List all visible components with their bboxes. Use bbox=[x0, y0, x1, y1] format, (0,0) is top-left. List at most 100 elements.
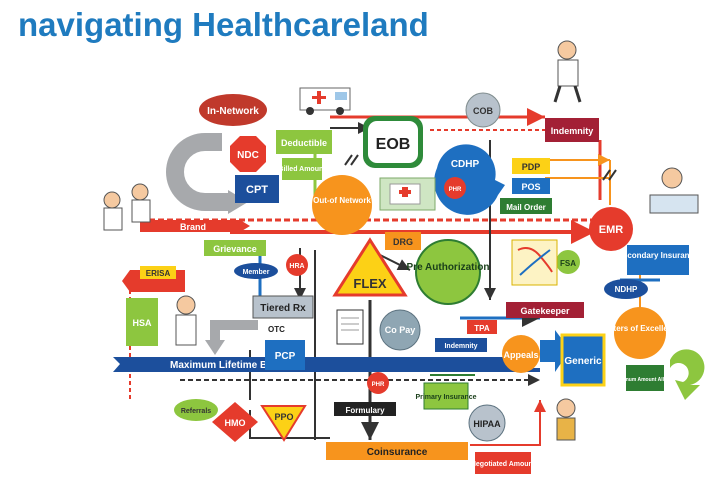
slash-mark bbox=[602, 169, 611, 181]
cdhp-node[interactable]: CDHP bbox=[434, 144, 505, 215]
slash-mark bbox=[350, 154, 359, 166]
maximum-lifetime-benefits-bar[interactable]: Maximum Lifetime Benefits bbox=[113, 357, 528, 372]
drg-label: DRG bbox=[393, 237, 413, 247]
member-node[interactable]: Member bbox=[234, 263, 278, 279]
secondary-insurance-node[interactable]: Secondary Insurance bbox=[618, 245, 699, 275]
negotiated-amount-node[interactable]: Negotiated Amount bbox=[471, 452, 536, 474]
doctor-figure bbox=[175, 295, 197, 346]
cdhp-label: CDHP bbox=[451, 159, 480, 170]
clipboard-icon bbox=[336, 309, 364, 345]
hra-node[interactable]: HRA bbox=[286, 254, 308, 276]
indemnity-mid-node[interactable]: Indemnity bbox=[435, 338, 487, 352]
ambulance-image bbox=[299, 87, 351, 115]
appeals-node[interactable]: Appeals bbox=[502, 335, 540, 373]
phr-top-node[interactable]: PHR bbox=[444, 177, 466, 199]
otc-label: OTC bbox=[268, 325, 285, 334]
svg-text:Pre Authorization: Pre Authorization bbox=[407, 262, 490, 273]
otc-arrow bbox=[205, 320, 258, 355]
pre-authorization-label: Pre Authorization bbox=[407, 262, 490, 273]
ndhp-node[interactable]: NDHP bbox=[604, 279, 648, 299]
billed-amount-label: Billed Amount bbox=[278, 166, 326, 173]
in-network-node[interactable]: In-Network bbox=[199, 94, 267, 126]
phr-top-label: PHR bbox=[449, 187, 462, 193]
pos-label: POS bbox=[521, 182, 540, 192]
hmo-label: HMO bbox=[225, 418, 246, 428]
pcp-label: PCP bbox=[275, 351, 296, 362]
erisa-label: ERISA bbox=[146, 269, 171, 278]
primary-insurance-label: Primary Insurance bbox=[415, 394, 476, 401]
mail-order-node[interactable]: Mail Order bbox=[500, 198, 552, 214]
formulary-node[interactable]: Formulary bbox=[334, 402, 396, 416]
billed-amount-node[interactable]: Billed Amount bbox=[278, 158, 326, 180]
gatekeeper-label: Gatekeeper bbox=[520, 306, 570, 316]
page-title: navigating Healthcareland bbox=[18, 6, 429, 43]
generic-node[interactable]: Generic bbox=[560, 333, 606, 387]
copay-label: Co Pay bbox=[385, 325, 416, 335]
fsa-node[interactable]: FSA bbox=[556, 250, 580, 274]
drg-node[interactable]: DRG bbox=[385, 232, 421, 250]
deductible-node[interactable]: Deductible bbox=[276, 130, 332, 154]
tiered-rx-label: Tiered Rx bbox=[260, 303, 306, 314]
hsa-label: HSA bbox=[132, 318, 152, 328]
maximum-amount-allowed-label: Maximum Amount Allowed bbox=[613, 377, 677, 383]
grievance-node[interactable]: Grievance bbox=[204, 240, 266, 256]
ppo-node[interactable]: PPO bbox=[260, 405, 307, 442]
maximum-lifetime-benefits-label: Maximum Lifetime Benefits bbox=[170, 360, 300, 371]
out-of-network-node[interactable]: Out-of Network bbox=[312, 175, 372, 235]
indemnity-top-node[interactable]: Indemnity bbox=[545, 118, 599, 142]
pdp-label: PDP bbox=[522, 162, 541, 172]
maximum-amount-allowed-node[interactable]: Maximum Amount Allowed bbox=[613, 365, 677, 391]
ndc-node[interactable]: NDC bbox=[230, 136, 266, 172]
coinsurance-node[interactable]: Coinsurance bbox=[326, 442, 468, 460]
flex-label: FLEX bbox=[353, 276, 387, 291]
sick-child-figure bbox=[556, 398, 576, 441]
primary-insurance-node[interactable]: Primary Insurance bbox=[415, 382, 477, 410]
ppo-label: PPO bbox=[274, 412, 293, 422]
doctor-with-patient-figure bbox=[103, 183, 151, 231]
cob-label: COB bbox=[473, 106, 494, 116]
indemnity-mid-label: Indemnity bbox=[444, 343, 477, 350]
emr-node[interactable]: EMR bbox=[589, 207, 633, 251]
secondary-insurance-label: Secondary Insurance bbox=[618, 251, 699, 260]
hsa-node[interactable]: HSA bbox=[126, 298, 158, 346]
hospital-image bbox=[379, 177, 436, 211]
pos-node[interactable]: POS bbox=[512, 178, 550, 194]
mail-order-label: Mail Order bbox=[506, 203, 546, 212]
member-label: Member bbox=[243, 269, 270, 276]
eob-label: EOB bbox=[376, 136, 411, 153]
phr-bottom-node[interactable]: PHR bbox=[367, 372, 389, 394]
cpt-label: CPT bbox=[246, 184, 268, 196]
pcp-node[interactable]: PCP bbox=[265, 340, 305, 370]
flex-node[interactable]: FLEX bbox=[332, 237, 408, 297]
coinsurance-label: Coinsurance bbox=[367, 447, 428, 458]
hipaa-label: HIPAA bbox=[473, 419, 501, 429]
hra-label: HRA bbox=[289, 263, 304, 270]
centers-of-excellence-label: Centers of Excellence bbox=[598, 324, 682, 333]
copay-node[interactable]: Co Pay bbox=[379, 309, 421, 351]
emr-label: EMR bbox=[599, 224, 624, 236]
ndhp-label: NDHP bbox=[615, 285, 638, 294]
brand-arrow[interactable]: Brand bbox=[140, 220, 250, 232]
tiered-rx-node[interactable]: Tiered Rx bbox=[252, 295, 314, 319]
cpt-node[interactable]: CPT bbox=[235, 175, 279, 203]
slash-mark bbox=[608, 169, 617, 181]
centers-of-excellence-node[interactable]: Centers of Excellence bbox=[598, 307, 682, 359]
phr-bottom-label: PHR bbox=[372, 382, 385, 388]
fsa-label: FSA bbox=[560, 259, 576, 268]
gatekeeper-node[interactable]: Gatekeeper bbox=[506, 302, 584, 318]
referrals-node[interactable]: Referrals bbox=[174, 399, 218, 421]
erisa-node[interactable]: ERISA bbox=[122, 266, 185, 292]
hipaa-node[interactable]: HIPAA bbox=[468, 404, 506, 442]
brand-label: Brand bbox=[180, 222, 206, 232]
tpa-node[interactable]: TPA bbox=[467, 320, 497, 334]
grievance-label: Grievance bbox=[213, 244, 257, 254]
cob-node[interactable]: COB bbox=[465, 92, 501, 128]
hmo-node[interactable]: HMO bbox=[212, 402, 258, 442]
out-of-network-label: Out-of Network bbox=[313, 196, 371, 205]
pdp-node[interactable]: PDP bbox=[512, 158, 550, 174]
appeals-label: Appeals bbox=[503, 350, 538, 360]
referrals-label: Referrals bbox=[181, 408, 211, 415]
pre-authorization-node[interactable]: Pre Authorization bbox=[407, 239, 490, 305]
eob-node[interactable]: EOB bbox=[363, 116, 423, 168]
